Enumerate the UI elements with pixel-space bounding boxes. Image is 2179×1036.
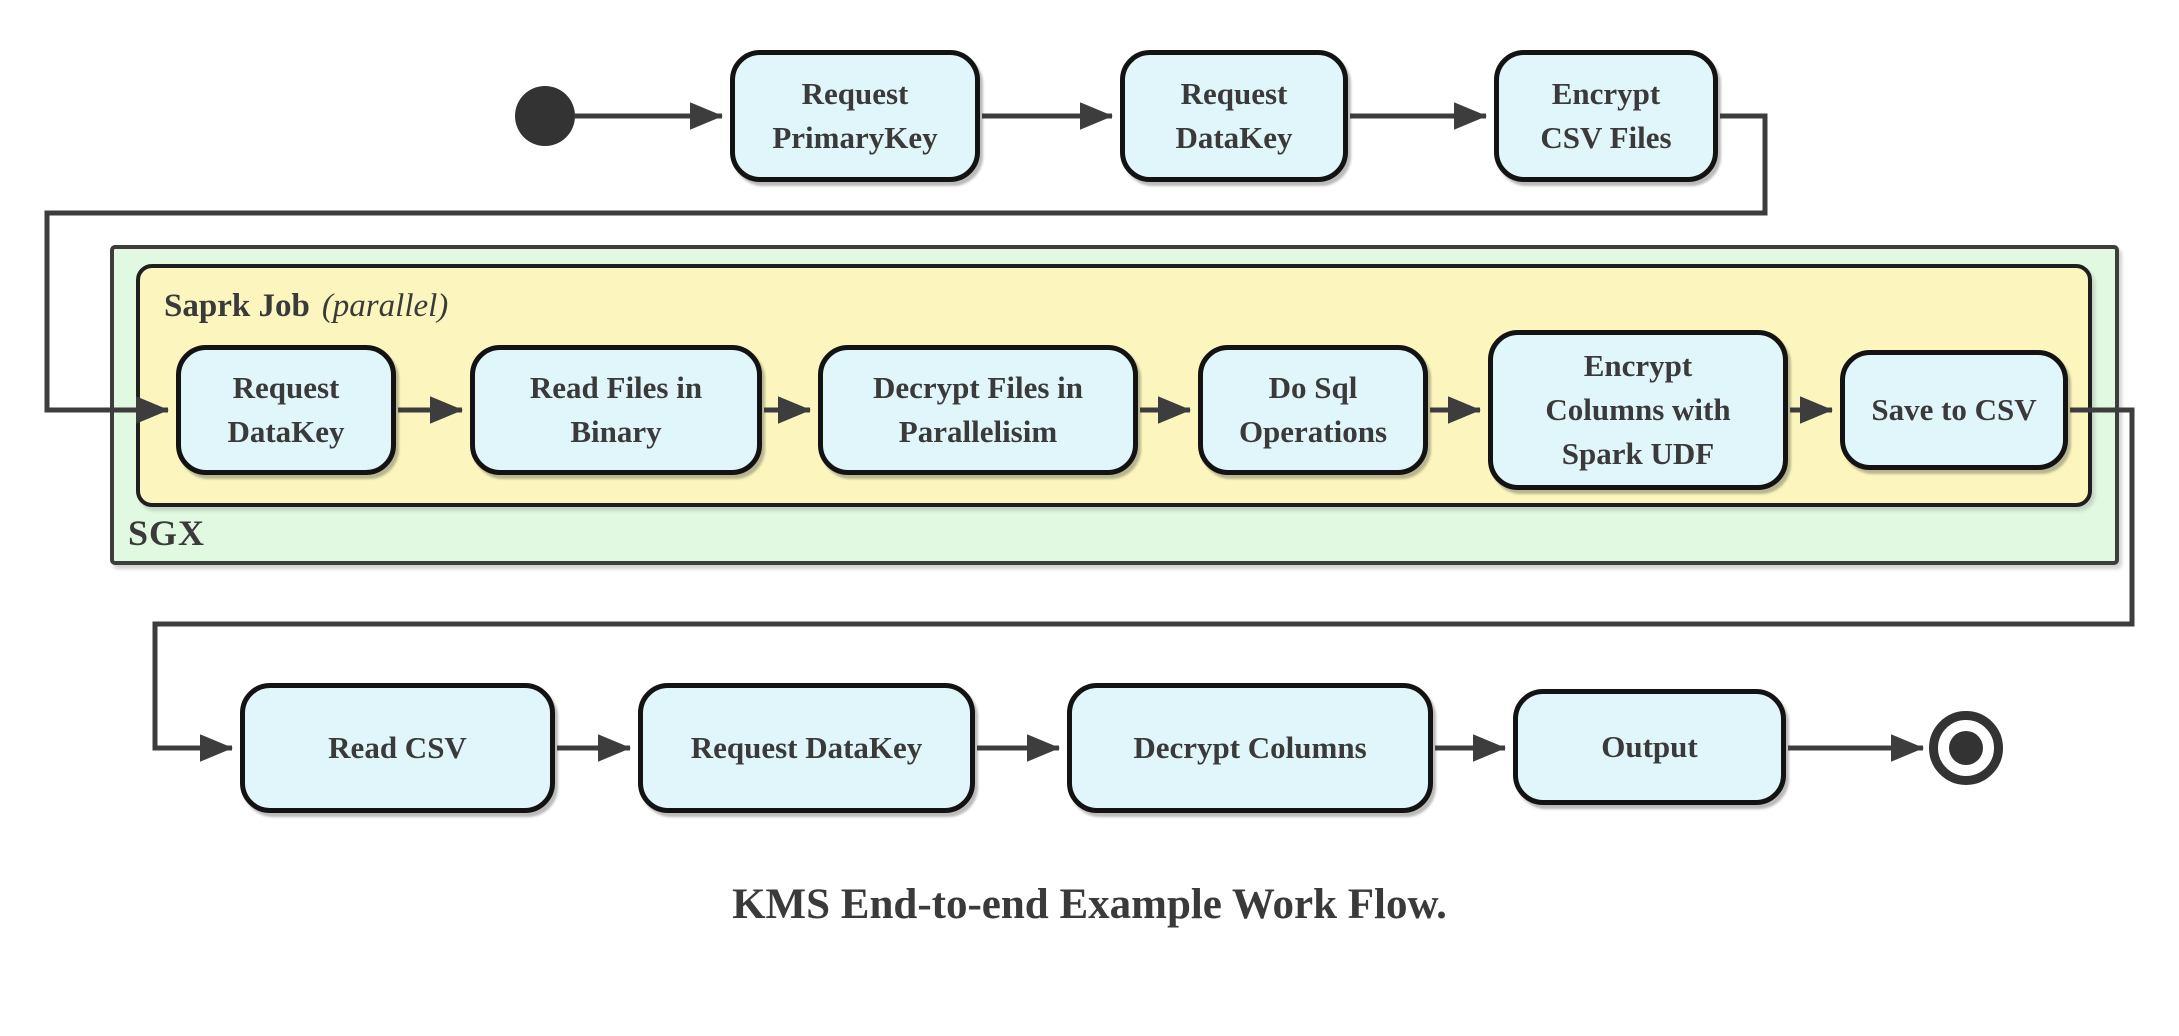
node-save-to-csv: Save to CSV [1840, 350, 2068, 470]
spark-job-label: Saprk Job (parallel) [164, 288, 448, 325]
diagram-title: KMS End-to-end Example Work Flow. [732, 881, 1447, 928]
node-request-primarykey: Request PrimaryKey [730, 50, 980, 182]
node-decrypt-files-in-parallelisim: Decrypt Files in Parallelisim [818, 345, 1138, 475]
node-decrypt-columns: Decrypt Columns [1067, 683, 1433, 813]
node-spark-request-datakey: Request DataKey [176, 345, 396, 475]
spark-job-label-bold: Saprk Job [164, 288, 310, 324]
edge-encrypt-csv-to-spark-request-datakey [44, 113, 1768, 424]
node-request-datakey-bottom: Request DataKey [638, 683, 975, 813]
node-do-sql-operations: Do Sql Operations [1198, 345, 1428, 475]
node-encrypt-columns-spark-udf: Encrypt Columns with Spark UDF [1488, 330, 1788, 490]
end-state-inner-dot [1949, 731, 1983, 765]
node-read-csv: Read CSV [240, 683, 555, 813]
spark-job-label-parallel: (parallel) [321, 288, 449, 324]
sgx-label: SGX [128, 513, 206, 553]
edge-save-csv-to-read-csv [152, 407, 2135, 762]
end-state-icon [1929, 711, 2003, 785]
node-output: Output [1513, 689, 1786, 805]
node-read-files-in-binary: Read Files in Binary [470, 345, 762, 475]
node-request-datakey-top: Request DataKey [1120, 50, 1348, 182]
start-state-icon [515, 86, 575, 146]
node-encrypt-csv-files: Encrypt CSV Files [1494, 50, 1718, 182]
